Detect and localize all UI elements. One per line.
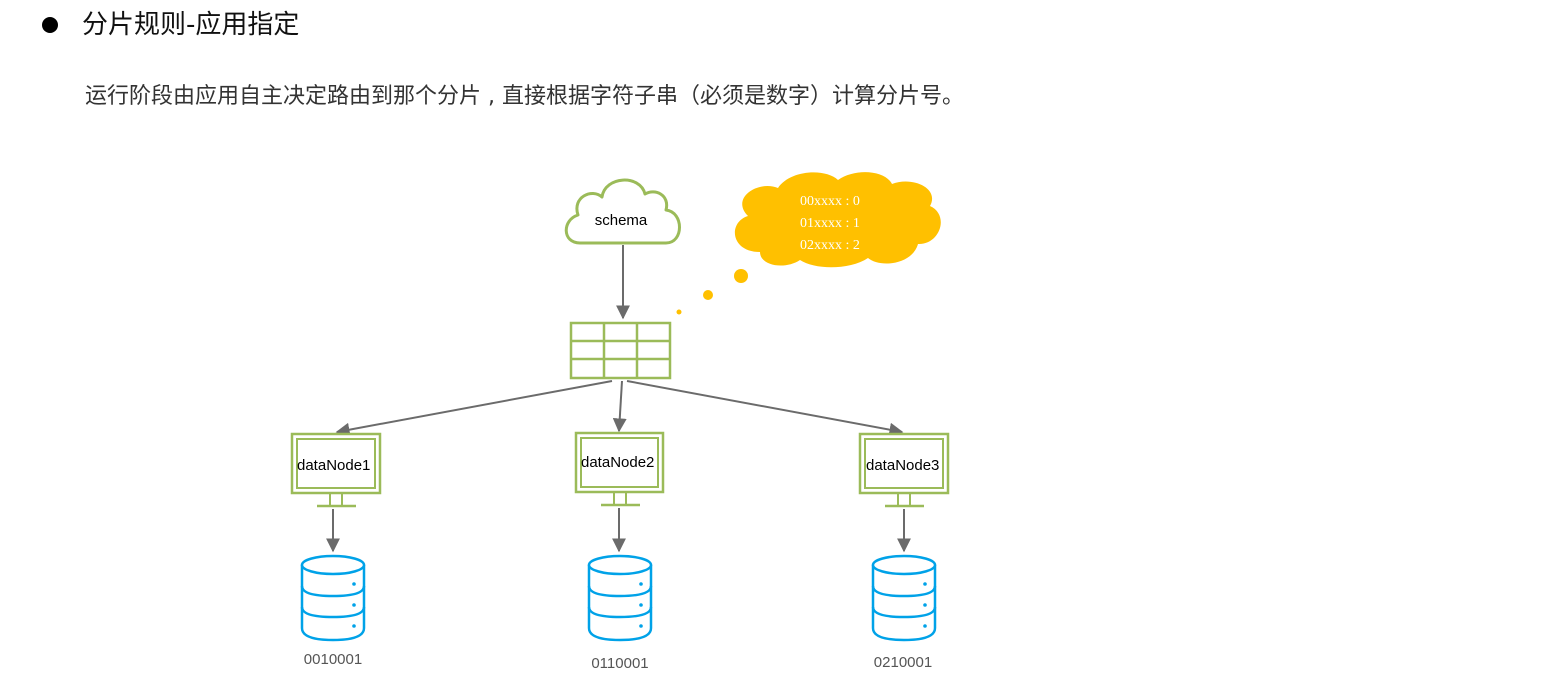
bullet-point (42, 17, 58, 33)
routing-table-icon (569, 321, 672, 380)
rule-line-2: 01xxxx : 1 (800, 216, 860, 231)
datanode2-monitor-icon: dataNode2 (574, 431, 665, 507)
database2-icon (587, 554, 653, 642)
rules-thought-cloud: 00xxxx : 0 01xxxx : 1 02xxxx : 2 (676, 172, 941, 315)
datanode1-label: dataNode1 (297, 457, 370, 474)
schema-label: schema (595, 212, 648, 229)
database3-icon (871, 554, 937, 642)
database3-label: 0210001 (874, 654, 932, 671)
database1-icon (300, 554, 366, 642)
arrow-table-to-datanode2 (612, 380, 627, 433)
database2-label: 0110001 (591, 655, 648, 672)
database1-label: 0010001 (304, 651, 362, 668)
datanode1-monitor-icon: dataNode1 (290, 432, 382, 508)
rule-line-3: 02xxxx : 2 (800, 238, 860, 253)
datanode2-label: dataNode2 (581, 454, 654, 471)
datanode3-label: dataNode3 (866, 457, 939, 474)
schema-cloud-icon: schema (564, 178, 681, 245)
description-text: 运行阶段由应用自主决定路由到那个分片 , 直接根据字符子串（必须是数字）计算分片… (85, 84, 964, 109)
arrow-table-to-datanode1 (335, 380, 613, 437)
rule-line-1: 00xxxx : 0 (800, 194, 860, 209)
datanode3-monitor-icon: dataNode3 (858, 432, 950, 508)
arrow-table-to-datanode3 (626, 380, 904, 437)
section-heading: 分片规则-应用指定 (82, 10, 300, 40)
